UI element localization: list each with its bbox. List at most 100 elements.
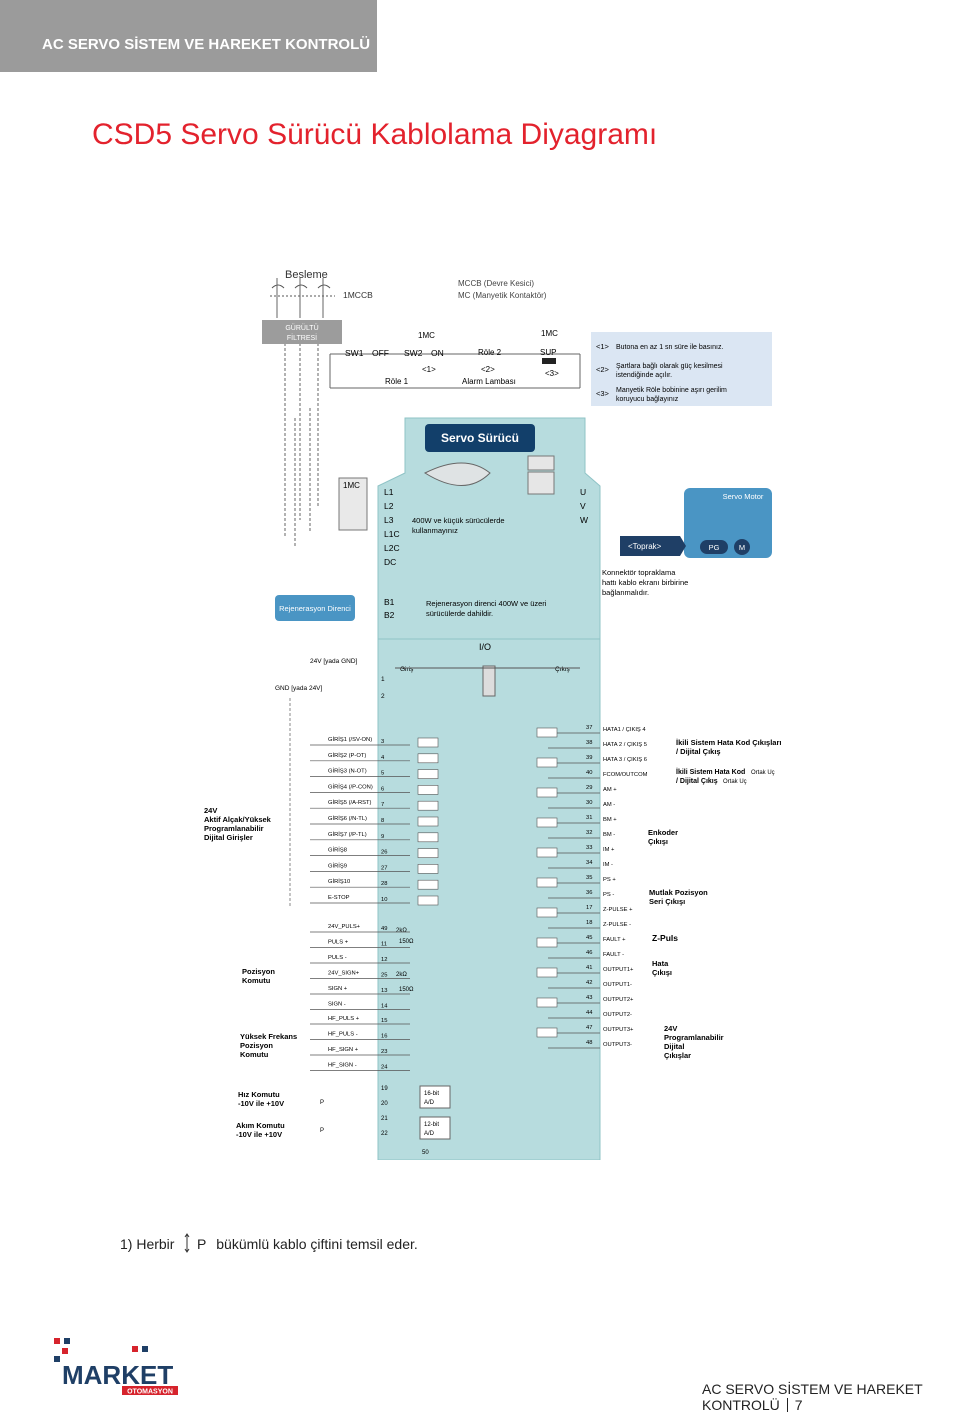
small-note-1: 400W ve küçük sürücülerde <box>412 516 505 525</box>
header-title: AC SERVO SİSTEM VE HAREKET KONTROLÜ <box>42 36 371 53</box>
term-l1c: L1C <box>384 529 400 539</box>
pg-badge <box>700 540 728 554</box>
output-label: AM + <box>603 787 617 793</box>
abs-1: Mutlak Pozisyon <box>649 888 708 897</box>
input-label: GİRİŞ8 <box>328 847 347 854</box>
filter-label-2: FİLTRESİ <box>287 333 317 342</box>
output-driver <box>536 997 558 1008</box>
market-logo: MARKET OTOMASYON <box>54 1338 178 1396</box>
regen-resistor <box>275 595 355 621</box>
toprak-arrow <box>620 536 686 556</box>
output-pin: 31 <box>586 815 592 821</box>
optocoupler <box>417 895 439 906</box>
input-label: 24V_SIGN+ <box>328 971 360 977</box>
output-label: IM + <box>603 847 615 853</box>
optocoupler <box>417 816 439 827</box>
pin-21: 21 <box>381 1116 388 1122</box>
footer-text: AC SERVO SİSTEM VE HAREKET KONTROLÜ <box>702 1381 923 1413</box>
r2k-2: 2kΩ <box>396 972 407 978</box>
input-label: HF_PULS + <box>328 1016 360 1022</box>
err-com-2: / Dijital Çıkış <box>676 778 718 785</box>
output-label: PS + <box>603 877 616 883</box>
ad12-2: A/D <box>424 1131 435 1137</box>
output-driver <box>536 937 558 948</box>
off-label: OFF <box>372 348 389 358</box>
output-label: HATA1 / ÇIKIŞ 4 <box>603 727 646 733</box>
input-label: GİRİŞ1 (/SV-ON) <box>328 736 372 743</box>
sw1-label: SW1 <box>345 348 364 358</box>
mark3-label: <3> <box>545 369 559 378</box>
err-com-1: İkili Sistem Hata Kod <box>676 768 745 776</box>
p-speed: P <box>320 1100 324 1106</box>
term-l2c: L2C <box>384 543 400 553</box>
sup-element <box>542 358 556 364</box>
input-label: E-STOP <box>328 895 350 901</box>
term-l3: L3 <box>384 515 394 525</box>
r150-2: 150Ω <box>399 987 414 993</box>
input-label: PULS - <box>328 955 347 961</box>
pos-cmd-2: Komutu <box>242 976 271 985</box>
legend-mc: MC (Manyetik Kontaktör) <box>458 291 547 300</box>
mc-box-label: 1MC <box>343 481 360 490</box>
servo-drive-header <box>425 424 535 452</box>
ground-note-3: bağlanmalıdır. <box>602 588 649 597</box>
input-pin: 4 <box>381 755 385 761</box>
ad12-1: 12-bit <box>424 1122 439 1128</box>
output-driver <box>536 907 558 918</box>
output-pin: 40 <box>586 770 592 776</box>
input-label: 24V_PULS+ <box>328 924 361 930</box>
input-label: GİRİŞ6 (/N-TL) <box>328 815 367 822</box>
output-pin: 38 <box>586 740 592 746</box>
pin-1: 1 <box>381 676 385 683</box>
output-label: FAULT + <box>603 937 626 943</box>
output-pin: 17 <box>586 905 592 911</box>
output-pin: 41 <box>586 965 592 971</box>
output-label: OUTPUT3+ <box>603 1027 634 1033</box>
prog-4: Çıkışlar <box>664 1051 691 1060</box>
gnd-label: GND [yada 24V] <box>275 685 323 692</box>
output-pin: 33 <box>586 845 592 851</box>
small-note-2: kullanmayınız <box>412 526 458 535</box>
mark2-label: <2> <box>481 365 495 374</box>
term-v: V <box>580 501 586 511</box>
input-pin: 3 <box>381 739 384 745</box>
note3-text2: koruyucu bağlayınız <box>616 396 679 403</box>
optocoupler <box>417 848 439 858</box>
in-group-1: 24V <box>204 806 217 815</box>
term-dc: DC <box>384 557 396 567</box>
input-label: GİRİŞ4 (/P-CON) <box>328 783 373 790</box>
output-label: Z-PULSE - <box>603 922 631 928</box>
note1-mark: <1> <box>596 342 610 351</box>
input-label: GİRİŞ7 (/P-TL) <box>328 831 367 838</box>
err-out-2: / Dijital Çıkış <box>676 747 721 756</box>
footnote-prefix: 1) Herbir <box>120 1236 175 1252</box>
term-u: U <box>580 487 586 497</box>
output-driver <box>536 967 558 978</box>
drive-port-2 <box>527 471 555 495</box>
input-pin: 15 <box>381 1018 387 1024</box>
alarm-label: Alarm Lambası <box>462 377 516 386</box>
servo-motor-label: Servo Motor <box>723 492 764 501</box>
input-pin: 7 <box>381 802 384 808</box>
motor-symbol <box>734 539 750 555</box>
optocoupler <box>417 832 439 843</box>
ad16-1: 16-bit <box>424 1091 439 1097</box>
input-label: GİRİŞ10 <box>328 878 350 885</box>
note3-mark: <3> <box>596 389 610 398</box>
optocoupler <box>417 769 439 779</box>
output-label: AM - <box>603 802 615 808</box>
input-pin: 26 <box>381 850 387 856</box>
noise-filter <box>262 320 342 344</box>
optocoupler <box>417 800 439 811</box>
header-bar: AC SERVO SİSTEM VE HAREKET KONTROLÜ <box>0 0 377 72</box>
output-pin: 44 <box>586 1010 593 1016</box>
role2-label: Röle 2 <box>478 348 502 357</box>
note2-text2: istendiğinde açılır. <box>616 372 672 379</box>
output-label: HATA 2 / ÇIKIŞ 5 <box>603 742 647 748</box>
term-b1: B1 <box>384 597 395 607</box>
pin-50: 50 <box>422 1150 429 1156</box>
input-label: SIGN + <box>328 986 348 992</box>
output-pin: 37 <box>586 725 592 731</box>
pin-2: 2 <box>381 693 385 700</box>
